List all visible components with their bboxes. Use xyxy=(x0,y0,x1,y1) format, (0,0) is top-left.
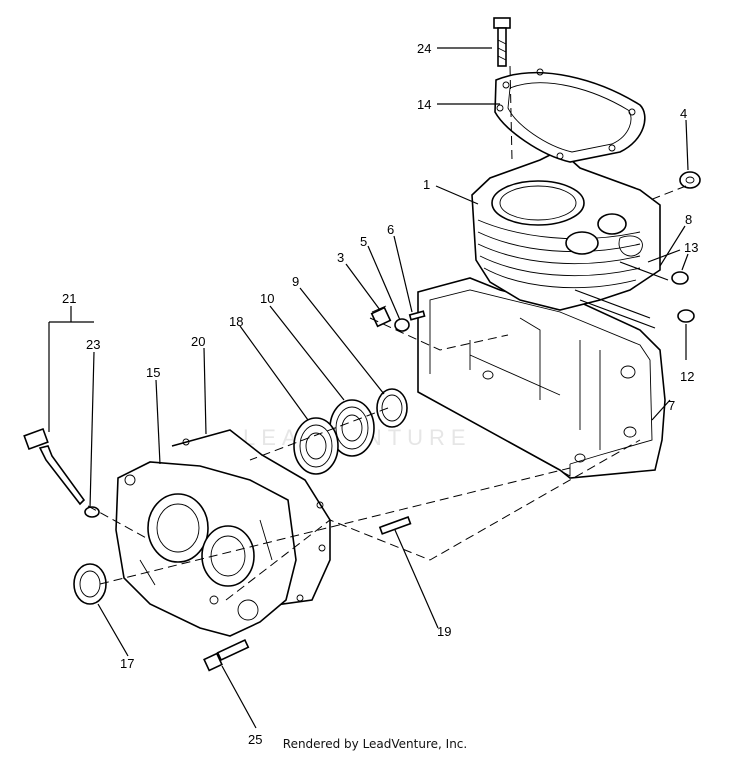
callout-20: 20 xyxy=(191,334,205,349)
oil-seal-9 xyxy=(376,388,408,428)
callout-23: 23 xyxy=(86,337,100,352)
dipstick xyxy=(23,427,86,506)
callout-1: 1 xyxy=(423,177,430,192)
nut-4 xyxy=(679,171,701,189)
callout-13: 13 xyxy=(684,240,698,255)
callout-labels: 24 14 4 1 8 6 5 13 3 9 21 10 18 20 23 12… xyxy=(62,41,698,747)
callout-14: 14 xyxy=(417,97,431,112)
alignment-lines xyxy=(87,65,687,601)
dowel-pin-19 xyxy=(378,516,412,535)
callout-21: 21 xyxy=(62,291,76,306)
stud-and-nuts xyxy=(647,249,695,323)
callout-24: 24 xyxy=(417,41,431,56)
bearing-18 xyxy=(293,417,339,475)
plug-3 xyxy=(370,305,392,328)
footer-credit: Rendered by LeadVenture, Inc. xyxy=(282,737,468,751)
cover-bolt xyxy=(203,638,250,672)
head-gasket xyxy=(494,68,646,163)
callout-17: 17 xyxy=(120,656,134,671)
callout-10: 10 xyxy=(260,291,274,306)
callout-12: 12 xyxy=(680,369,694,384)
oil-seal-17 xyxy=(73,563,107,605)
callout-9: 9 xyxy=(292,274,299,289)
callout-3: 3 xyxy=(337,250,344,265)
o-ring-23 xyxy=(84,506,100,518)
callout-6: 6 xyxy=(387,222,394,237)
callout-19: 19 xyxy=(437,624,451,639)
callout-25: 25 xyxy=(248,732,262,747)
callout-4: 4 xyxy=(680,106,687,121)
callout-7: 7 xyxy=(668,398,675,413)
washer-5 xyxy=(394,318,410,332)
callout-5: 5 xyxy=(360,234,367,249)
head-bolt xyxy=(493,17,511,67)
callout-8: 8 xyxy=(685,212,692,227)
cylinder-block xyxy=(417,149,669,479)
callout-15: 15 xyxy=(146,365,160,380)
callout-18: 18 xyxy=(229,314,243,329)
leader-lines xyxy=(48,47,689,729)
pin-6 xyxy=(408,310,426,321)
